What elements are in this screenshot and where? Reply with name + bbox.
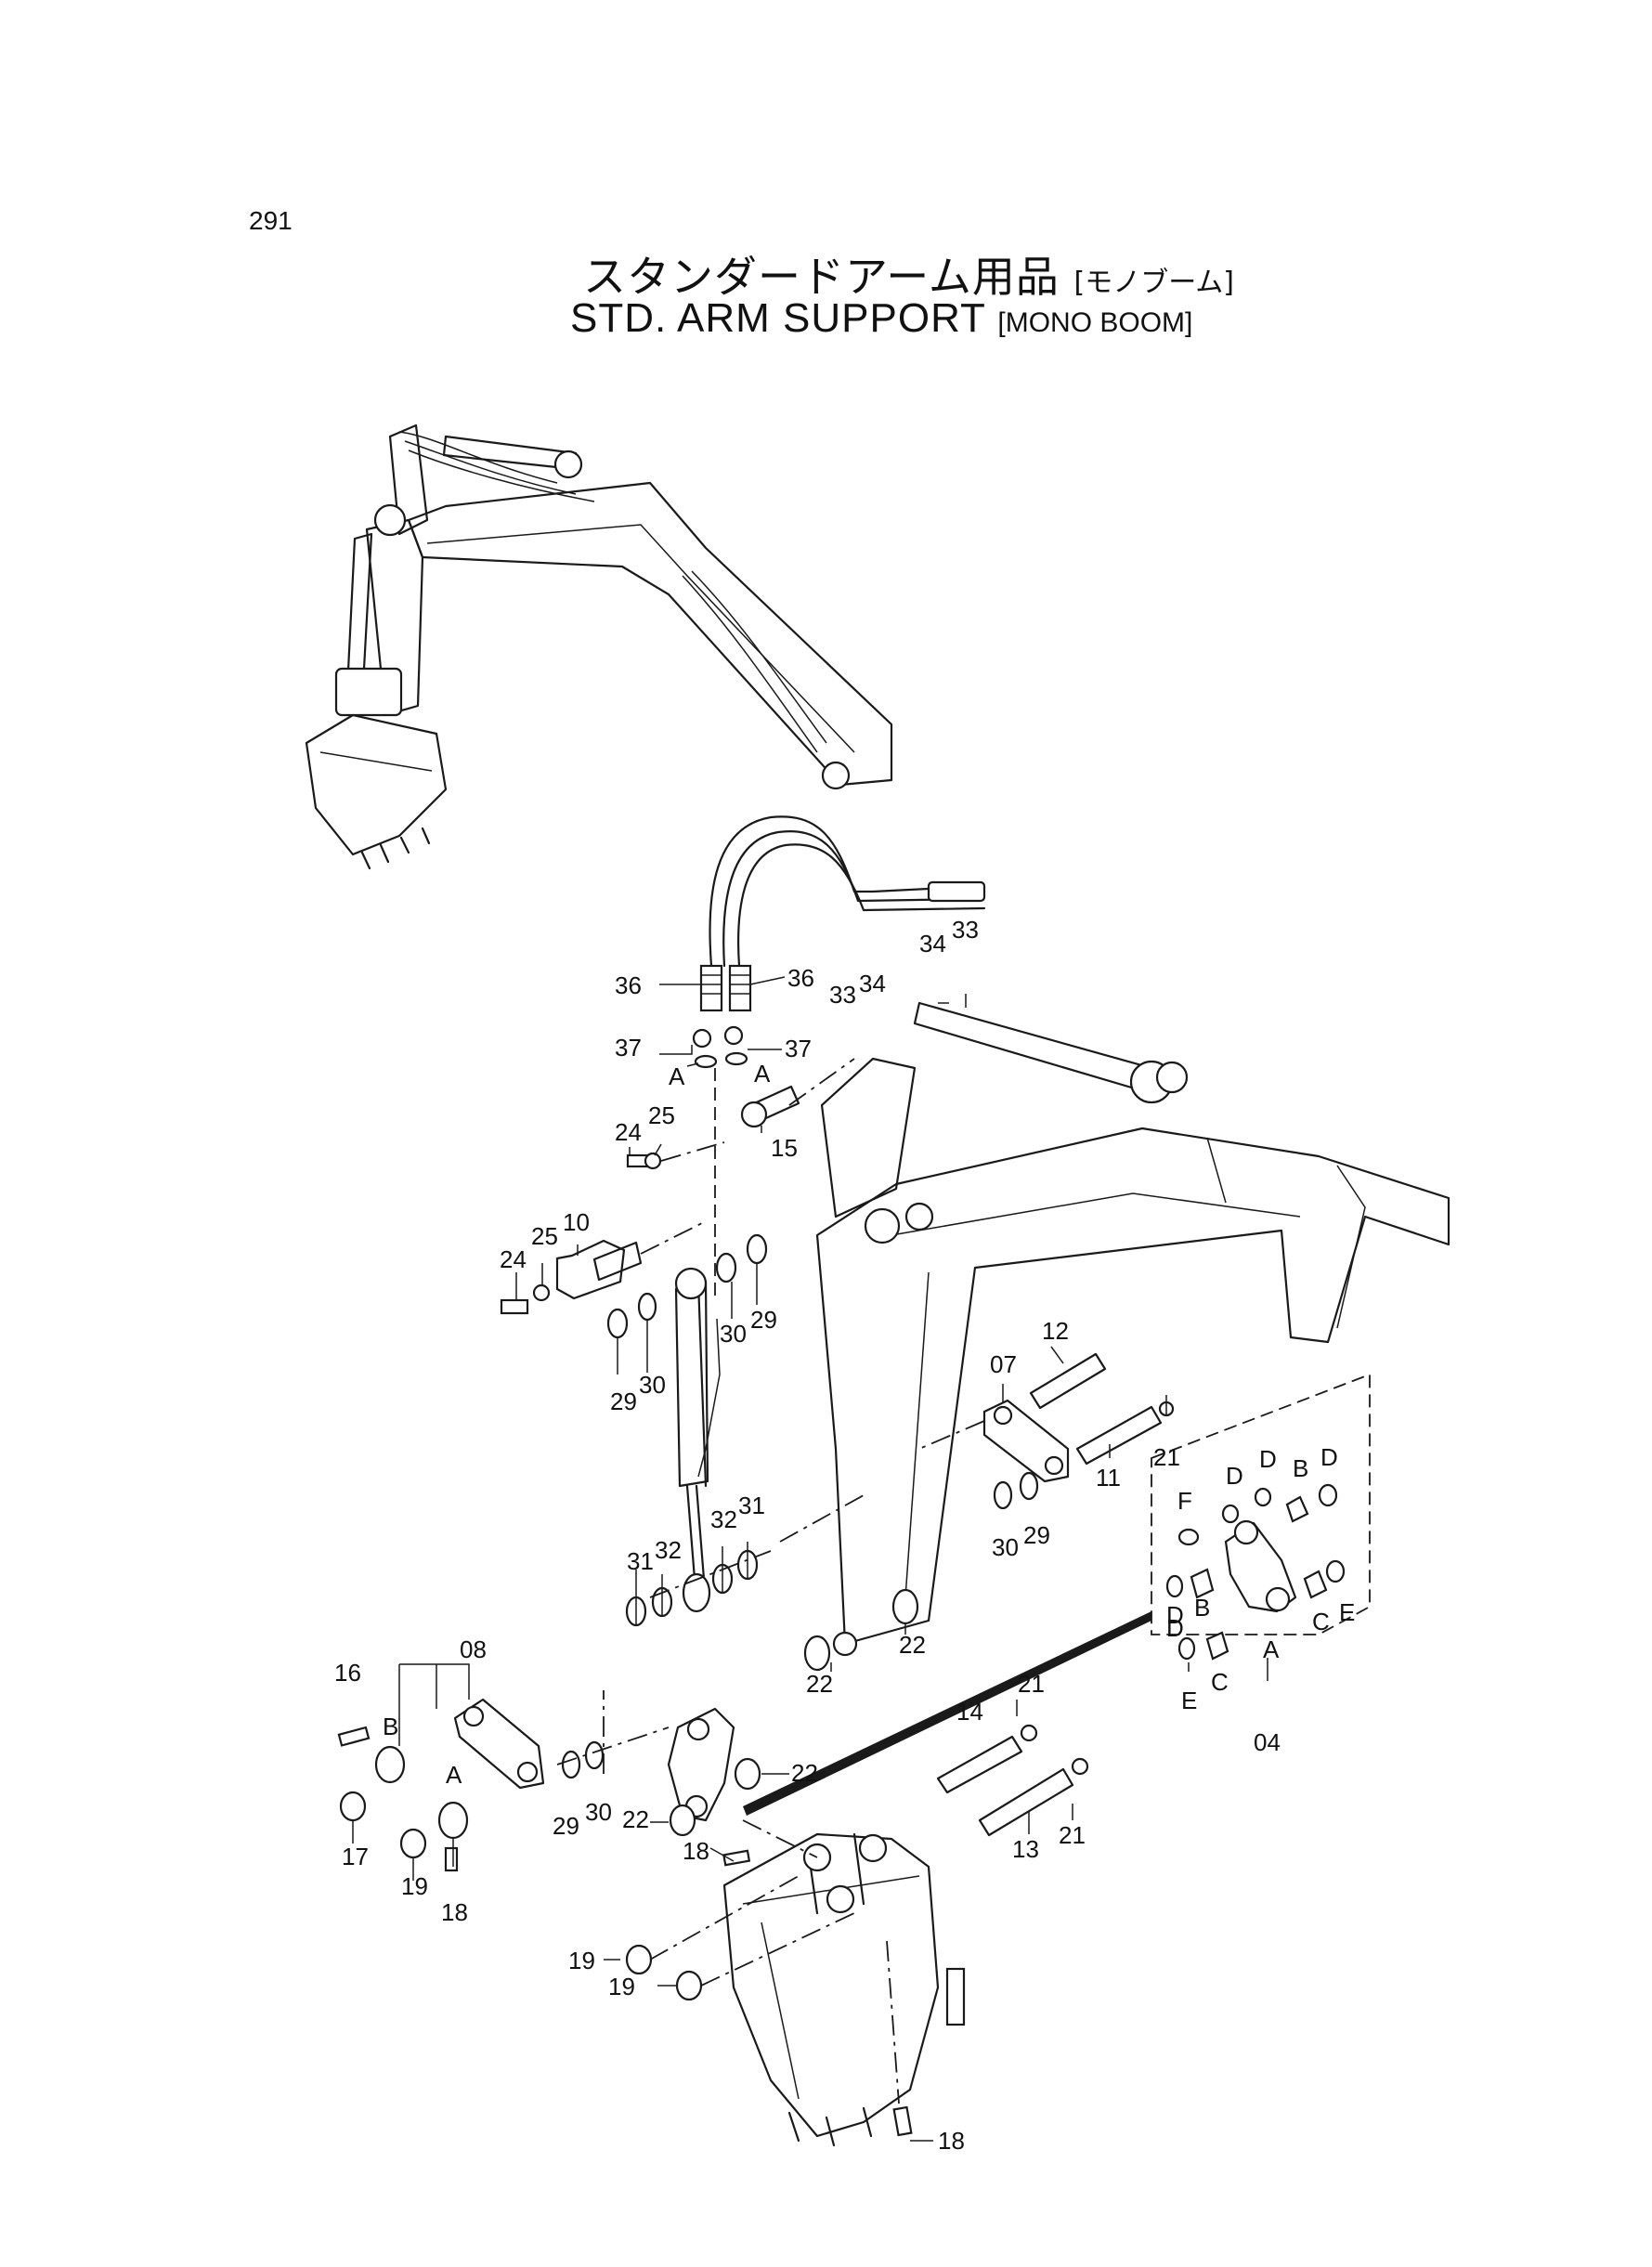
callout-19-lower-2: 19: [608, 1973, 635, 2000]
callout-e-box-2: E: [1181, 1687, 1197, 1714]
callout-34: 34: [859, 970, 886, 997]
callout-29-lower: 29: [553, 1812, 579, 1840]
callout-31-left: 31: [627, 1547, 654, 1575]
callout-07: 07: [990, 1350, 1017, 1378]
detail-box-04: [743, 1373, 1371, 1816]
callout-d-box-1: D: [1226, 1462, 1243, 1490]
callout-18-left: 18: [441, 1898, 468, 1926]
overview-excavator-attachment: [305, 423, 893, 870]
callout-32-right: 32: [710, 1505, 737, 1533]
callout-30-upper: 30: [720, 1320, 747, 1348]
callout-33: 33: [829, 981, 856, 1009]
callout-37-right: 37: [785, 1035, 812, 1062]
callout-b-box-2: B: [1194, 1594, 1210, 1622]
callout-34-top: 34: [919, 930, 946, 958]
callout-24-upper: 24: [615, 1118, 642, 1146]
callout-21-mid: 21: [1018, 1670, 1045, 1698]
callout-15: 15: [771, 1134, 798, 1162]
callout-29-left: 29: [610, 1388, 637, 1415]
callout-19-lower-1: 19: [568, 1947, 595, 1974]
page-title-english: STD. ARM SUPPORT [MONO BOOM]: [570, 295, 1192, 342]
exploded-bucket-linkage: [337, 1698, 1089, 2147]
callout-a-left: A: [669, 1062, 685, 1090]
callout-12: 12: [1042, 1317, 1069, 1345]
callout-33-top: 33: [952, 916, 979, 944]
callout-a-right: A: [754, 1060, 771, 1088]
title-jp-main: スタンダードアーム用品: [583, 252, 1060, 302]
callout-d-box-3: D: [1320, 1443, 1338, 1471]
callout-10: 10: [563, 1208, 590, 1236]
callout-19-left: 19: [401, 1872, 428, 1900]
callout-d-box-5: D: [1166, 1614, 1184, 1642]
callout-b-box-1: B: [1293, 1454, 1308, 1482]
callout-22-boom-right: 22: [899, 1631, 926, 1659]
callout-36-left: 36: [615, 971, 642, 999]
callout-25-lower: 25: [531, 1222, 558, 1250]
callout-b-link: B: [383, 1713, 398, 1740]
callout-30-right: 30: [992, 1533, 1019, 1561]
callout-04: 04: [1254, 1728, 1281, 1756]
callout-08: 08: [460, 1635, 487, 1663]
callout-22-link-left: 22: [622, 1805, 649, 1833]
callout-17: 17: [342, 1843, 369, 1870]
leader-lines: [352, 976, 1268, 2142]
page-number: 291: [249, 206, 293, 235]
callout-29-upper: 29: [750, 1306, 777, 1334]
callout-11: 11: [1096, 1464, 1121, 1492]
callout-d-box-2: D: [1259, 1445, 1277, 1473]
callout-e-box-1: E: [1339, 1598, 1355, 1626]
callout-14: 14: [956, 1698, 983, 1726]
callout-18-mid: 18: [683, 1837, 709, 1865]
callout-30-left: 30: [639, 1371, 666, 1399]
callout-31-right: 31: [738, 1492, 765, 1519]
callout-25-upper: 25: [648, 1101, 675, 1129]
title-en-sub: [MONO BOOM]: [997, 307, 1193, 338]
callout-c-box-1: C: [1312, 1608, 1330, 1635]
callout-32-left: 32: [655, 1536, 682, 1564]
callout-a-link: A: [446, 1761, 462, 1789]
callout-d-box-4: D: [1166, 1601, 1184, 1629]
callout-30-lower: 30: [585, 1798, 612, 1826]
callout-36-right: 36: [787, 964, 814, 992]
exploded-boom-arm: [500, 815, 1450, 1774]
callout-13: 13: [1012, 1835, 1039, 1863]
callout-16: 16: [334, 1659, 361, 1687]
title-en-main: STD. ARM SUPPORT: [570, 295, 986, 341]
callout-37-left: 37: [615, 1034, 642, 1062]
callout-21-upper: 21: [1153, 1443, 1180, 1471]
callout-f-box: F: [1177, 1487, 1192, 1515]
title-jp-sub: [モノブーム]: [1073, 267, 1235, 299]
callout-c-box-2: C: [1211, 1668, 1229, 1696]
callout-18-bottom: 18: [938, 2127, 965, 2155]
callout-24-lower: 24: [500, 1245, 527, 1273]
callout-22-boom-left: 22: [806, 1670, 833, 1698]
page-title-japanese: スタンダードアーム用品 [モノブーム]: [583, 243, 1234, 305]
callout-21-lower: 21: [1059, 1821, 1086, 1849]
callout-a-box: A: [1263, 1635, 1280, 1663]
callout-29-right: 29: [1023, 1521, 1050, 1549]
callout-labels: 36 36 34 33 33 34 37 37 A A 24 25 15 24 …: [334, 916, 1355, 2155]
callout-22-link-right: 22: [791, 1759, 818, 1787]
